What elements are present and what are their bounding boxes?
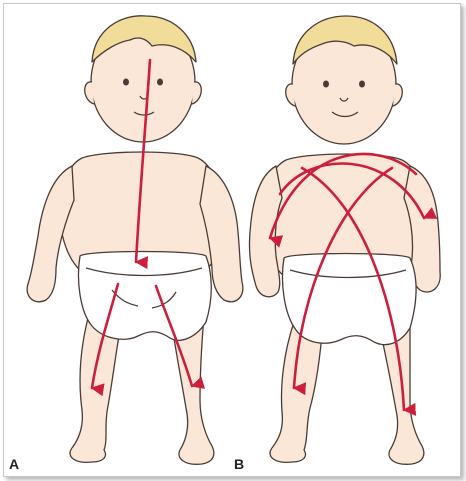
infant-b [249,16,440,464]
infant-a-diaper [79,252,212,341]
panel-label-b: B [234,456,244,472]
infant-a [27,16,243,464]
panel-label-a: A [9,456,19,472]
